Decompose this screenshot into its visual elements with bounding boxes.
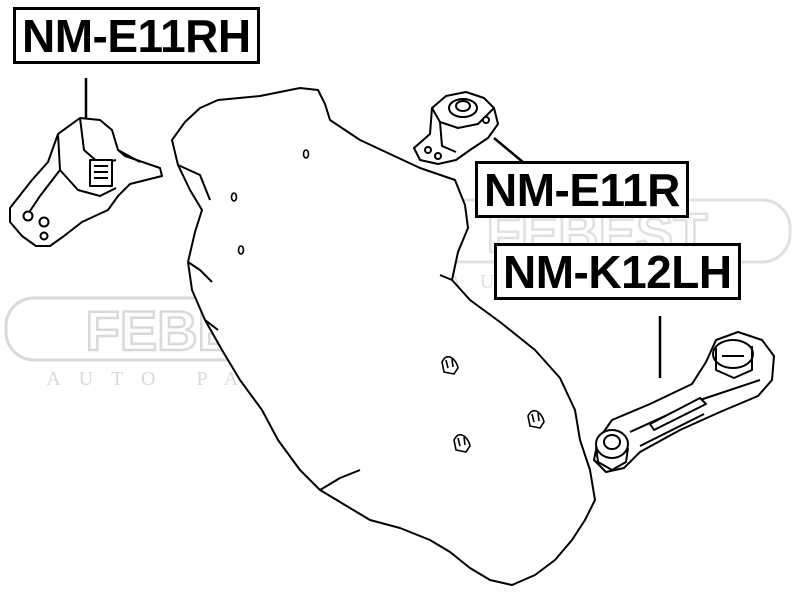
engine-details	[230, 149, 545, 453]
part-label-nm-e11r: NM-E11R	[475, 161, 689, 218]
engine-block	[171, 87, 596, 586]
lh-mount-part	[593, 331, 775, 473]
leader-lines	[84, 78, 662, 378]
part-label-nm-e11rh: NM-E11RH	[13, 7, 260, 64]
part-label-nm-k12lh: NM-K12LH	[494, 243, 741, 300]
r-mount-part	[413, 91, 499, 165]
rh-mount-part	[9, 117, 163, 247]
